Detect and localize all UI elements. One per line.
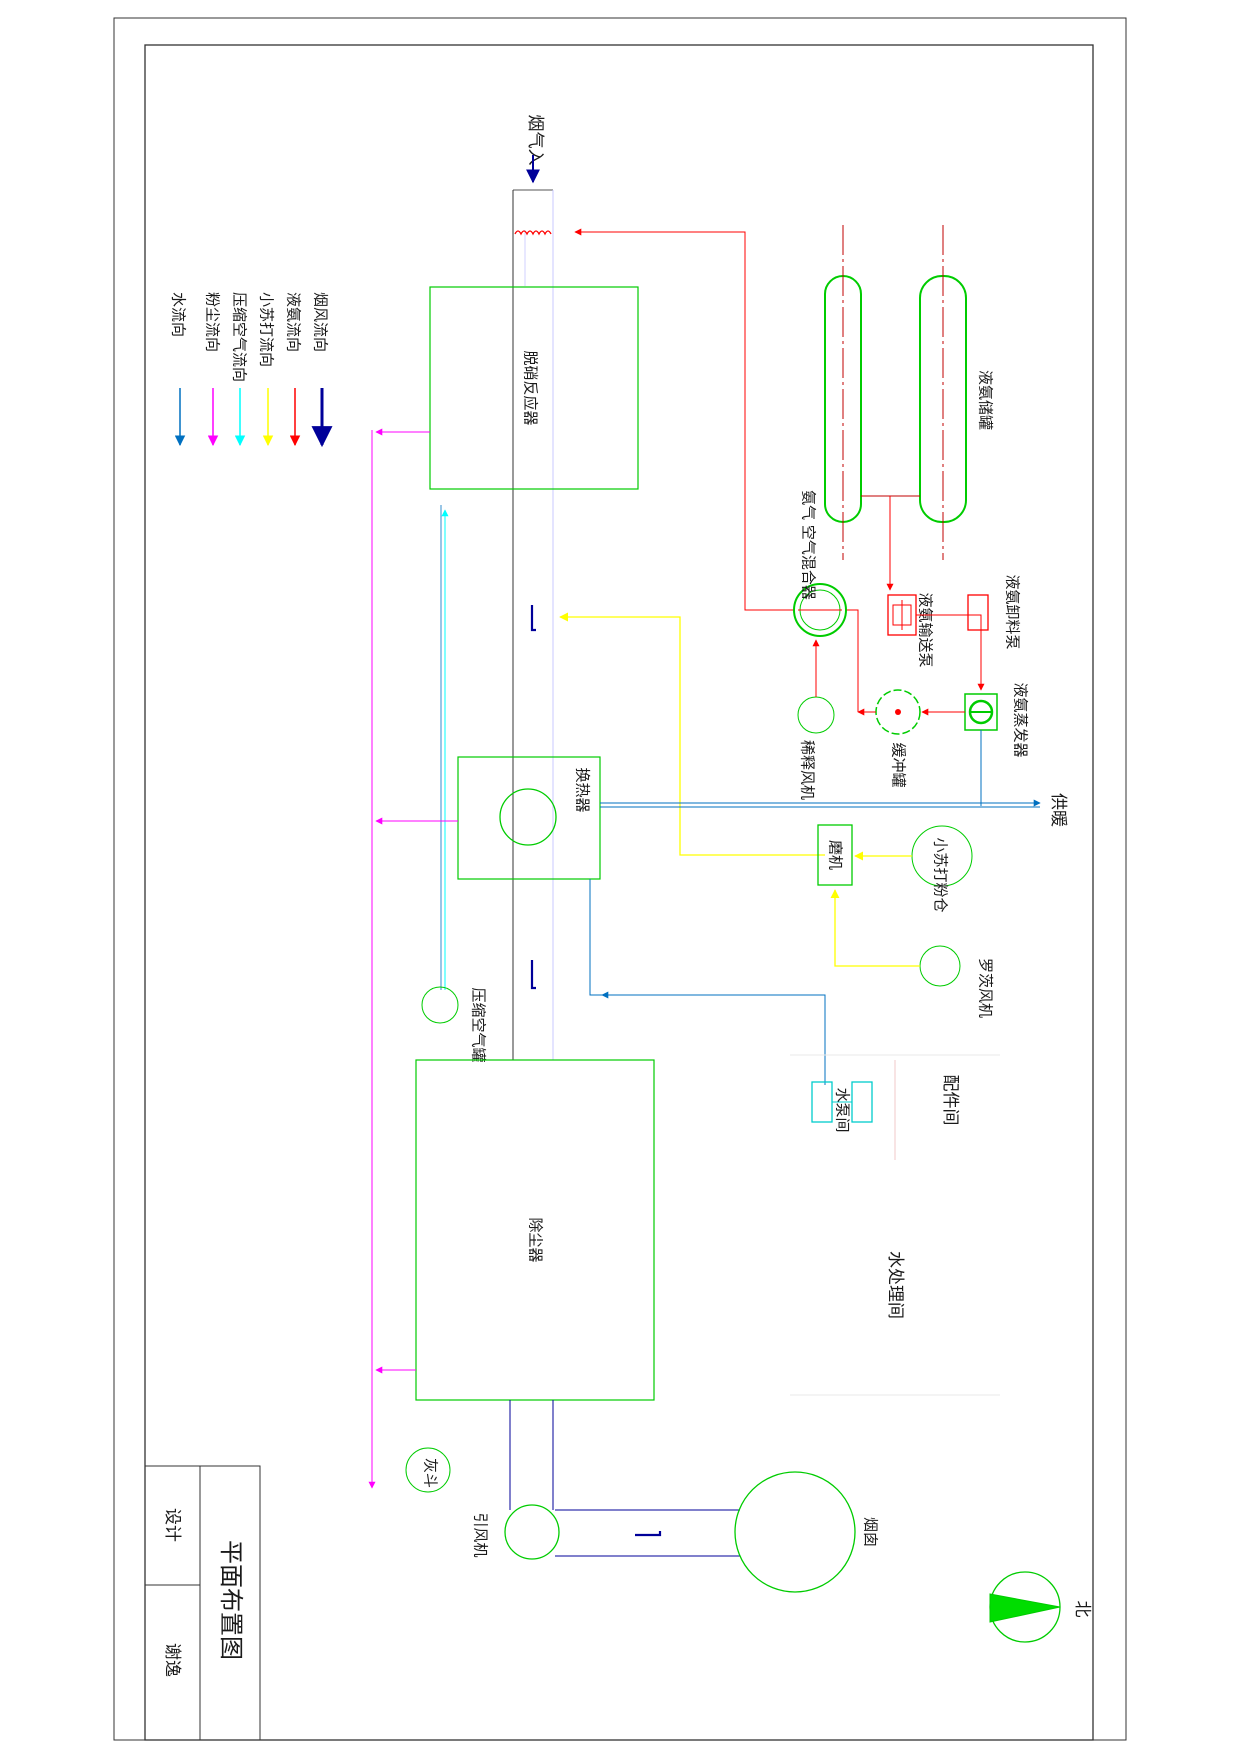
north-label: 北 <box>1072 1601 1092 1618</box>
flue-gas-inlet: 烟气入 <box>525 115 545 184</box>
buffer-tank <box>875 689 921 735</box>
dust-collector-label: 除尘器 <box>527 1217 545 1262</box>
ash-hopper <box>405 1447 451 1493</box>
legend-label-flue: 烟风流向 <box>312 292 330 352</box>
ammonia-injection-grid <box>514 230 552 236</box>
roots-blower-label: 罗茨风机 <box>977 958 995 1018</box>
legend-label-compressed-air: 压缩空气流向 <box>231 292 249 382</box>
heating-supply-label: 供暖 <box>1048 793 1068 827</box>
ammonia-transfer-pump-label: 液氨输送泵 <box>917 592 935 667</box>
heat-exchanger-coil <box>499 788 557 846</box>
heat-exchanger <box>457 756 601 880</box>
ammonia-storage-tank-label: 液氨储罐 <box>977 370 995 430</box>
denitration-reactor-label: 脱硝反应器 <box>522 350 540 425</box>
dilution-fan-label: 稀释风机 <box>799 740 817 800</box>
ammonia-unloading-pump <box>967 594 989 631</box>
denitration-reactor <box>429 286 639 490</box>
ammonia-storage-tank-1 <box>824 225 862 560</box>
outer-border <box>113 17 1127 1741</box>
dilution-fan <box>797 696 835 734</box>
legend-label-dust: 粉尘流向 <box>204 292 222 352</box>
legend-label-soda: 小苏打流向 <box>258 292 276 367</box>
ammonia-storage-tank-2 <box>919 225 967 560</box>
ammonia-evaporator-label: 液氨蒸发器 <box>1012 682 1030 757</box>
roots-blower <box>919 945 961 987</box>
chimney <box>734 1471 856 1593</box>
water-pump-room-label: 水泵间 <box>834 1087 852 1132</box>
buffer-tank-label: 缓冲罐 <box>890 742 908 787</box>
water-pump <box>811 1081 873 1123</box>
duct-flow-arrow-2 <box>530 960 536 990</box>
design-label: 设计 <box>162 1508 182 1542</box>
ammonia-unloading-pump-label: 液氨卸料泵 <box>1004 574 1022 649</box>
mill <box>817 824 853 886</box>
flue-gas-inlet-label: 烟气入 <box>525 115 545 166</box>
legend-label-ammonia: 液氨流向 <box>285 292 303 352</box>
title-block: 平面布置图 设计 谢逸 <box>144 1190 261 1741</box>
ash-hopper-label: 灰斗 <box>422 1458 440 1488</box>
designer-name: 谢逸 <box>162 1643 182 1677</box>
drawing-title: 平面布置图 <box>217 1540 245 1660</box>
chimney-label: 烟囱 <box>862 1517 880 1547</box>
legend: 烟风流向 液氨流向 小苏打流向 压缩空气流向 粉尘流向 水流向 <box>170 292 333 448</box>
dust-collector <box>415 1059 655 1401</box>
ammonia-evaporator <box>964 693 998 731</box>
induced-draft-fan-label: 引风机 <box>472 1512 490 1557</box>
north-arrow <box>989 1571 1061 1643</box>
legend-label-water: 水流向 <box>170 292 188 337</box>
compressed-air-tank-label: 压缩空气罐 <box>470 987 488 1062</box>
heat-exchanger-label: 换热器 <box>574 767 592 812</box>
ammonia-transfer-pump <box>887 594 917 636</box>
inner-border <box>144 44 1094 1741</box>
water-treatment-room-label: 水处理间 <box>885 1251 905 1319</box>
fan-duct-flow-arrow <box>635 1531 662 1537</box>
ammonia-air-mixer-label: 氨气 空气混合器 <box>800 490 818 600</box>
parts-room-label: 配件间 <box>940 1075 960 1126</box>
compressed-air-tank <box>421 986 459 1024</box>
ammonia-air-mixer <box>793 583 847 637</box>
mill-label: 磨机 <box>827 840 845 870</box>
dust-flow-lines <box>368 428 458 1489</box>
baking-soda-silo-label: 小苏打粉仓 <box>932 837 950 912</box>
soda-injection-line <box>559 612 825 856</box>
induced-draft-fan <box>504 1504 560 1560</box>
duct-flow-arrow-1 <box>530 605 536 632</box>
